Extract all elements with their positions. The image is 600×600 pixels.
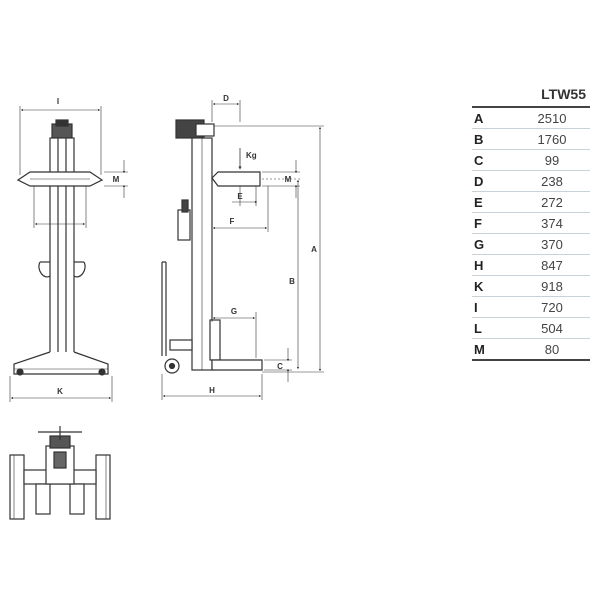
side-label-g: G: [231, 307, 237, 316]
dimension-value: 370: [514, 233, 590, 255]
dimension-key: F: [472, 212, 514, 234]
model-header: LTW55: [472, 82, 590, 108]
dimension-value: 272: [514, 191, 590, 213]
dimension-key: E: [472, 191, 514, 213]
dimension-value: 238: [514, 170, 590, 192]
dimension-value: 918: [514, 275, 590, 297]
front-label-k: K: [57, 387, 63, 396]
side-label-c: C: [277, 362, 283, 371]
front-view: [9, 106, 128, 402]
side-label-a: A: [311, 245, 317, 254]
side-label-h: H: [209, 386, 215, 395]
side-label-d: D: [223, 94, 229, 103]
dimension-key: L: [472, 317, 514, 339]
dimension-key: M: [472, 338, 514, 361]
dimension-value: 374: [514, 212, 590, 234]
dimension-value: 847: [514, 254, 590, 276]
dimension-value: 1760: [514, 128, 590, 150]
dimension-key: C: [472, 149, 514, 171]
side-label-kg: Kg: [246, 151, 257, 160]
dimension-value: 2510: [514, 107, 590, 129]
side-label-b: B: [289, 277, 295, 286]
front-label-m: M: [113, 175, 120, 184]
dimension-key: K: [472, 275, 514, 297]
dimension-value: 80: [514, 338, 590, 361]
dimension-key: B: [472, 128, 514, 150]
dimension-key: A: [472, 107, 514, 129]
dimension-value: 504: [514, 317, 590, 339]
dimension-value: 99: [514, 149, 590, 171]
side-view: [161, 100, 324, 400]
dimension-key: I: [472, 296, 514, 318]
dimension-key: H: [472, 254, 514, 276]
side-label-m: M: [285, 175, 292, 184]
dimension-key: D: [472, 170, 514, 192]
front-label-i: I: [57, 97, 59, 106]
side-label-f: F: [230, 217, 235, 226]
dimension-value: 720: [514, 296, 590, 318]
side-label-e: E: [237, 192, 243, 201]
dimension-key: G: [472, 233, 514, 255]
top-view: [9, 426, 111, 520]
